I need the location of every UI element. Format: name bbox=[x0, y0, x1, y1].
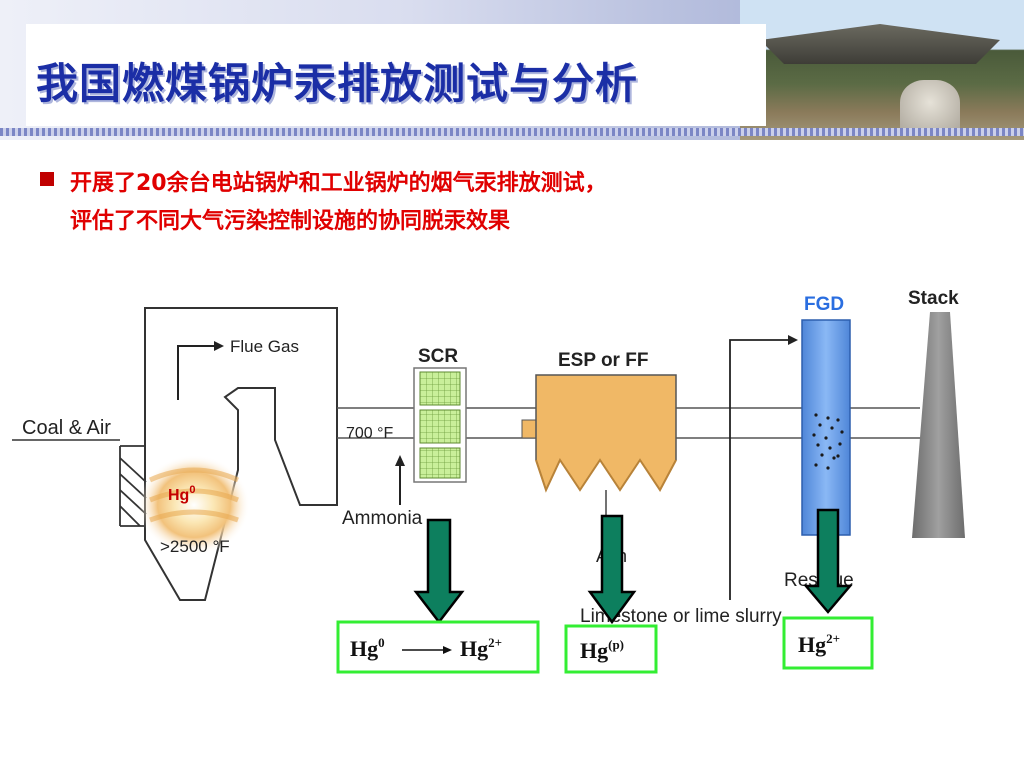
furnace-hg0-label: Hg0 bbox=[168, 484, 195, 504]
result-box-esp bbox=[564, 624, 658, 674]
esp-inlet bbox=[521, 419, 537, 439]
esp-species: Hg(p) bbox=[580, 637, 624, 663]
flue-gas-label: Flue Gas bbox=[230, 337, 299, 356]
esp-base: Hg bbox=[580, 638, 608, 663]
scr-cell-2 bbox=[419, 409, 461, 444]
furnace-hg0-sup: 0 bbox=[189, 484, 195, 496]
fgd-species: Hg2+ bbox=[798, 631, 840, 657]
fgd-sup: 2+ bbox=[826, 631, 840, 646]
bullet-square-icon bbox=[40, 172, 54, 186]
ammonia-label: Ammonia bbox=[342, 508, 423, 529]
limestone-feed-line bbox=[729, 339, 792, 600]
page-title: 我国燃煤锅炉汞排放测试与分析 bbox=[36, 59, 639, 108]
flue-gas-arrow-head bbox=[214, 341, 224, 351]
furnace-hg0-base: Hg bbox=[168, 487, 189, 504]
scr-to-species: Hg2+ bbox=[460, 635, 502, 661]
scr-to-sup: 2+ bbox=[488, 635, 502, 650]
conversion-arrow-head bbox=[443, 646, 452, 654]
scr-from-species: Hg0 bbox=[350, 635, 385, 661]
header-photo bbox=[740, 0, 1024, 140]
scr-cell-3 bbox=[419, 447, 461, 479]
header-photo-statue bbox=[900, 80, 960, 136]
result-box-fgd bbox=[782, 616, 874, 670]
fgd-spray-droplets bbox=[812, 413, 844, 470]
bullet-text-line-1: 开展了20余台电站锅炉和工业锅炉的烟气汞排放测试， bbox=[70, 171, 607, 196]
stack bbox=[912, 312, 965, 538]
flue-gas-arrow bbox=[177, 345, 220, 400]
title-box bbox=[26, 24, 766, 126]
esp-label: ESP or FF bbox=[558, 350, 648, 371]
limestone-label: Limestone or lime slurry bbox=[580, 606, 782, 627]
result-box-scr bbox=[336, 620, 540, 674]
fgd-tower bbox=[801, 319, 851, 536]
esp-hopper-shade bbox=[535, 457, 677, 493]
header-stripe bbox=[0, 128, 1024, 136]
fgd-base: Hg bbox=[798, 632, 826, 657]
scr-label: SCR bbox=[418, 346, 458, 367]
duct-temp-label: 700 °F bbox=[346, 425, 394, 442]
fgd-label: FGD bbox=[804, 294, 844, 315]
coal-air-label: Coal & Air bbox=[22, 417, 111, 439]
ammonia-arrow-head bbox=[395, 455, 405, 466]
scr-cell-1 bbox=[419, 371, 461, 406]
green-arrow-fgd bbox=[803, 508, 853, 614]
furnace-temp-label: >2500 °F bbox=[160, 537, 230, 556]
boiler-outline bbox=[144, 307, 338, 601]
esp-body bbox=[535, 374, 677, 493]
scr-from-sup: 0 bbox=[378, 635, 385, 650]
scr-from-base: Hg bbox=[350, 636, 378, 661]
flame-bands bbox=[148, 467, 240, 523]
esp-sup: (p) bbox=[608, 637, 624, 652]
stack-label: Stack bbox=[908, 288, 959, 309]
flame-core bbox=[138, 455, 250, 555]
green-arrow-scr bbox=[413, 518, 465, 625]
green-arrow-esp bbox=[587, 514, 637, 625]
bullet-text-line-2: 评估了不同大气污染控制设施的协同脱汞效果 bbox=[70, 209, 511, 234]
scr-to-base: Hg bbox=[460, 636, 488, 661]
limestone-feed-arrow-head bbox=[788, 335, 798, 345]
